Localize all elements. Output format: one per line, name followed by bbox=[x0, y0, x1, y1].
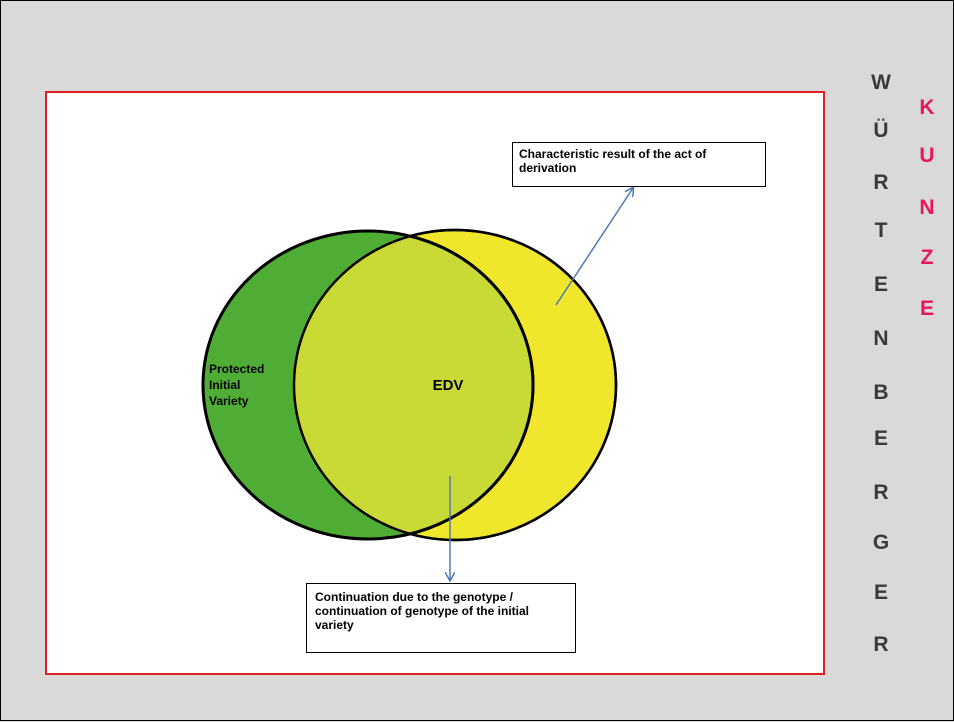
brand-letter: E bbox=[873, 581, 888, 604]
brand-letter: E bbox=[873, 427, 888, 450]
brand-letter: E bbox=[873, 273, 888, 296]
brand-letter: E bbox=[919, 297, 934, 320]
arrow-to-top-callout bbox=[555, 188, 633, 306]
brand-letter: N bbox=[873, 327, 889, 350]
brand-letter: T bbox=[874, 219, 888, 242]
callout-continuation-genotype: Continuation due to the genotype / conti… bbox=[306, 583, 576, 653]
brand-letter: U bbox=[919, 144, 935, 167]
center-label-edv: EDV bbox=[433, 377, 464, 394]
brand-letter: R bbox=[873, 481, 889, 504]
brand-letter: R bbox=[873, 633, 889, 656]
left-circle-label-line-1: Protected bbox=[209, 362, 264, 376]
brand-letter: N bbox=[919, 196, 935, 219]
brand-letter: G bbox=[872, 531, 890, 554]
brand-letter: B bbox=[873, 381, 889, 404]
overlap-region bbox=[294, 231, 533, 539]
left-circle-label-line-2: Initial bbox=[209, 378, 240, 392]
brand-letter: W bbox=[871, 71, 891, 94]
callout-characteristic-result: Characteristic result of the act of deri… bbox=[512, 142, 766, 187]
brand-letter: R bbox=[873, 171, 889, 194]
left-circle-label-line-3: Variety bbox=[209, 394, 249, 408]
brand-letter: K bbox=[919, 96, 935, 119]
brand-letter: Z bbox=[920, 246, 934, 269]
brand-letter: Ü bbox=[873, 119, 889, 142]
